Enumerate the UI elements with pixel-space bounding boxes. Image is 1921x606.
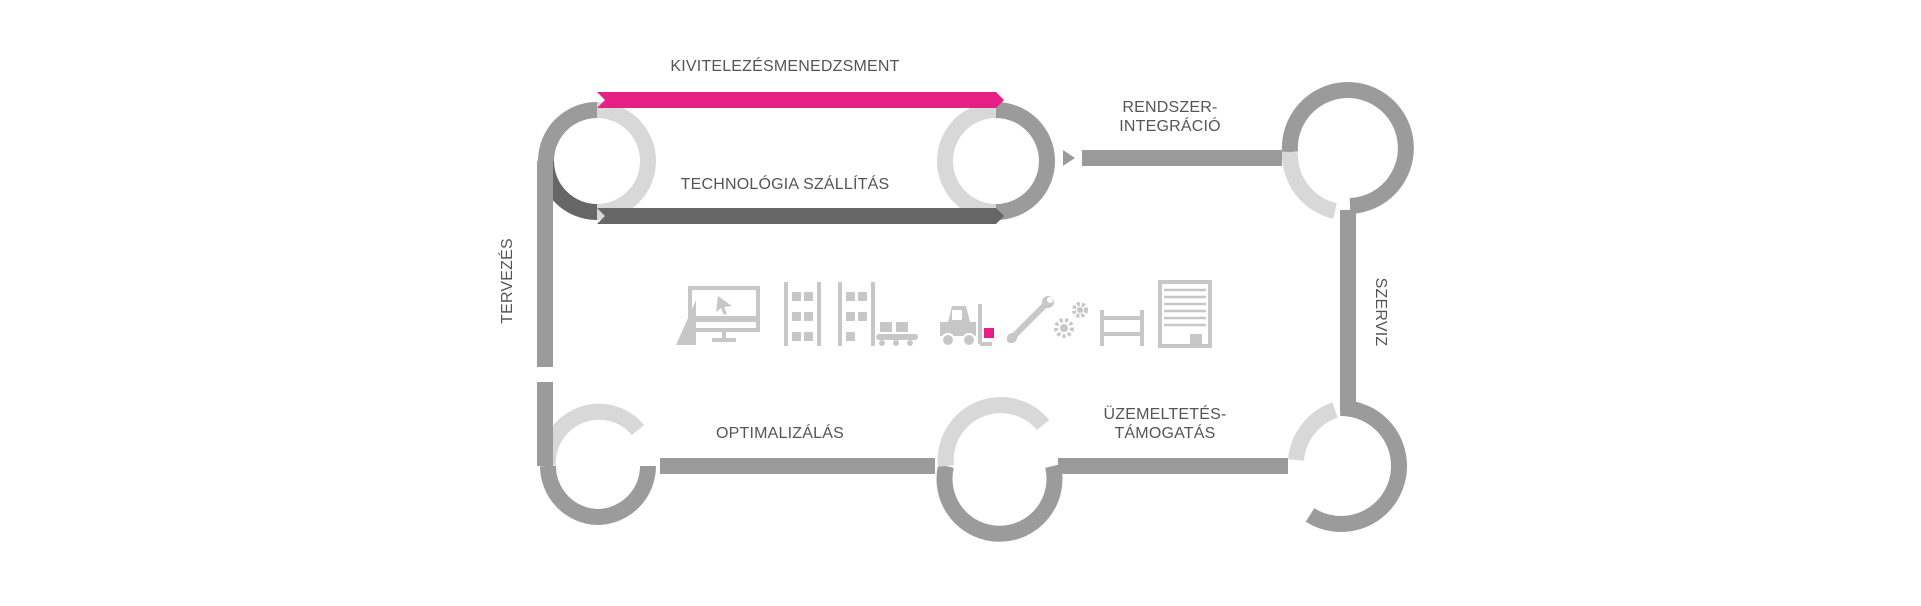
construction-management-bar [597,92,1004,108]
wrench-gears-icon [1007,296,1088,343]
stage-label-system-integration-line1: RENDSZER- [1122,99,1218,116]
ring-right-top-light [1281,151,1338,219]
integration-arrow-head [1063,150,1075,166]
ring-bottom-mid-arc [936,464,1063,542]
roller-door-icon [1158,280,1212,348]
integration-bar [1082,150,1282,166]
stage-label-system-integration: RENDSZER- INTEGRÁCIÓ [1100,98,1240,136]
ring-bottom-mid-light [937,397,1050,467]
optimization-bar [660,458,935,474]
rack-conveyor-icon [838,282,918,346]
design-monitor-icon [676,286,760,345]
left-lower-bar [537,382,553,466]
ring-bottom-left-arc [539,465,656,526]
stage-label-operation-support-line2: TÁMOGATÁS [1114,425,1216,442]
stage-label-operation-support-line1: ÜZEMELTETÉS- [1103,406,1227,423]
ring-top-right-arc-lower [995,160,1055,220]
stage-label-operation-support: ÜZEMELTETÉS- TÁMOGATÁS [1095,405,1235,443]
stage-label-construction-management: KIVITELEZÉSMENEDZSMENT [670,58,900,75]
ring-top-left-arc [538,102,598,162]
operation-bar [1058,458,1288,474]
ring-bottom-left-light [539,403,645,467]
stage-label-system-integration-line2: INTEGRÁCIÓ [1119,118,1221,135]
ring-right-top-arc [1281,82,1414,214]
ring-top-right-arc [995,102,1055,162]
right-bar [1340,210,1356,406]
technology-delivery-bar [597,208,1004,224]
stage-label-service: SZERVIZ [1372,277,1389,347]
bed-frame-icon [1100,310,1144,346]
left-upper-bar [537,161,553,367]
left-chevron [537,367,553,382]
forklift-icon [940,304,994,347]
stage-label-design: TERVEZÉS [499,238,516,324]
stage-label-optimization: OPTIMALIZÁLÁS [716,425,844,442]
ring-right-bottom-arc [1305,399,1408,532]
shelving-rack-icon [784,282,821,346]
stage-label-technology-delivery: TECHNOLÓGIA SZÁLLÍTÁS [680,176,890,193]
ring-top-left-dark-arc [538,160,598,220]
ring-right-bottom-light [1288,402,1338,462]
